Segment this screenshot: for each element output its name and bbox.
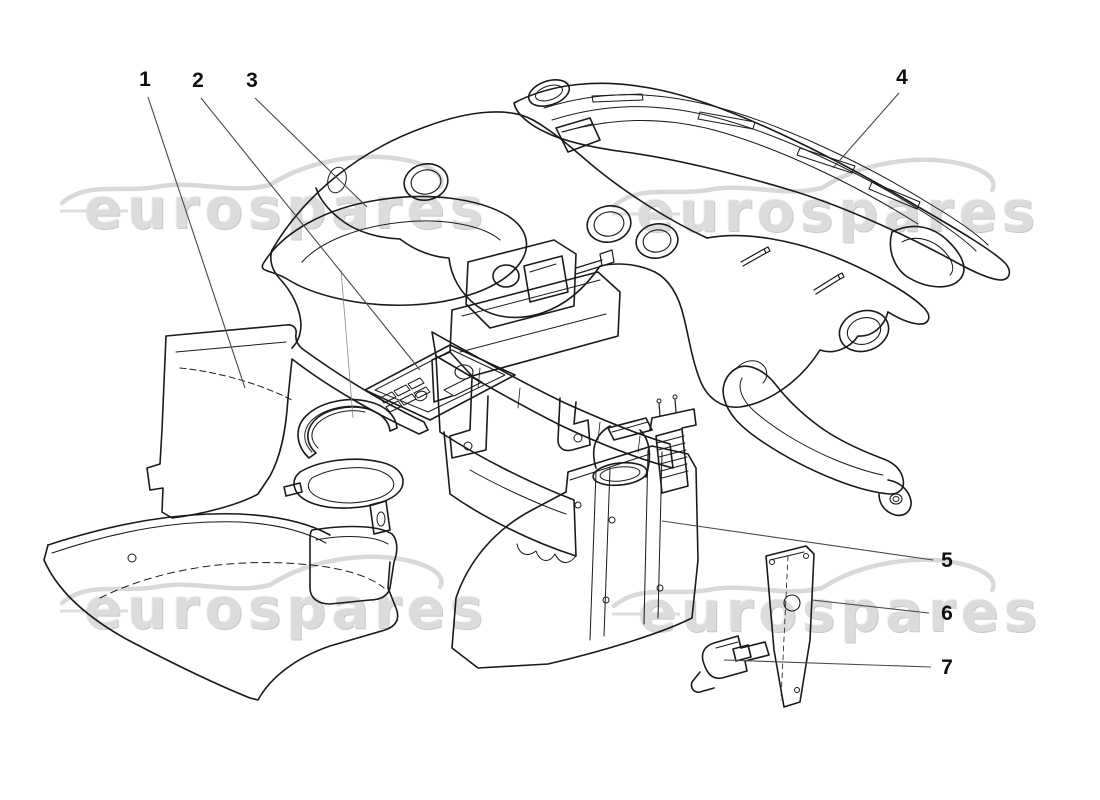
- firewall-panel-part: [451, 445, 699, 669]
- leader-line-4: [832, 92, 900, 169]
- callout-1: 1: [139, 68, 151, 91]
- console-box-part: [431, 239, 621, 459]
- leader-line-6: [811, 599, 930, 614]
- watermark-swoosh-group: [60, 157, 994, 614]
- centre-tunnel-part: [431, 331, 674, 563]
- callout-4: 4: [896, 66, 908, 89]
- leader-line-5: [661, 520, 934, 561]
- upright-bracket-part: [765, 545, 815, 708]
- leader-line-2: [200, 97, 421, 371]
- watermark-bottom-right: eurospares: [638, 580, 1043, 645]
- callout-3: 3: [246, 69, 258, 92]
- leader-lines: [147, 92, 934, 668]
- callout-2: 2: [192, 69, 204, 92]
- leader-line-3: [254, 97, 368, 208]
- vent-grille-part: [649, 394, 697, 494]
- callout-5: 5: [941, 549, 953, 572]
- leader-line-1: [147, 96, 246, 389]
- floor-panel-part: [43, 512, 399, 701]
- elbow-duct-part: [592, 417, 653, 487]
- watermark-top-right: eurospares: [636, 180, 1041, 245]
- callout-6: 6: [941, 602, 953, 625]
- small-bracket-part: [690, 635, 770, 693]
- watermark-bottom-left: eurospares: [84, 577, 489, 642]
- switch-panel-part: [364, 344, 516, 421]
- leader-line-7: [723, 659, 932, 668]
- assembly-alignment-line: [340, 269, 354, 419]
- gasket-ring-part: [283, 458, 404, 535]
- dashboard-part: [261, 111, 930, 408]
- callout-7: 7: [941, 656, 953, 679]
- windscreen-trim-part: [513, 79, 1011, 288]
- horseshoe-duct-part: [297, 398, 398, 459]
- watermark-top-left: eurospares: [84, 177, 489, 242]
- knee-bolster-part: [722, 360, 912, 517]
